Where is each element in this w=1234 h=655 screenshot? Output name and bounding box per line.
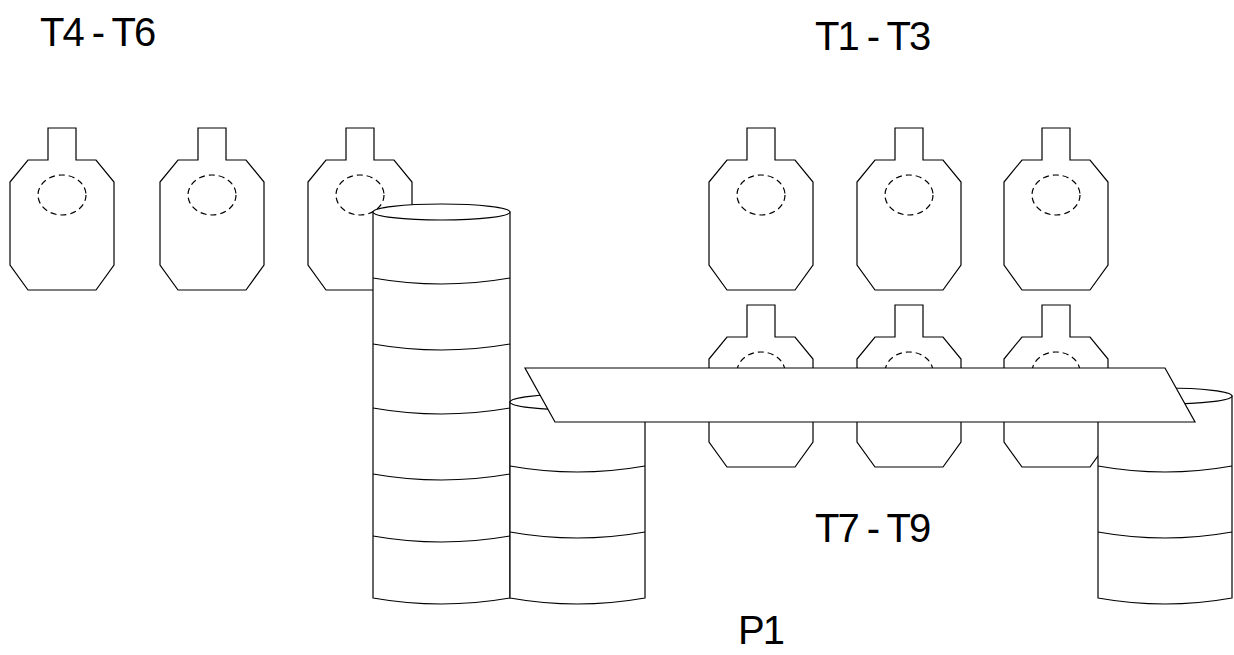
target [10, 128, 114, 290]
target [160, 128, 264, 290]
target [709, 128, 813, 290]
stage-label: T7 - T9 [815, 508, 929, 548]
stage-label: P1 [738, 610, 783, 650]
plank [525, 368, 1195, 422]
barrel-stack [510, 394, 645, 604]
target [857, 128, 961, 290]
target [1004, 128, 1108, 290]
barrel-stack [373, 204, 510, 604]
stage-label: T4 - T6 [40, 12, 154, 52]
stage-label: T1 - T3 [815, 16, 929, 56]
